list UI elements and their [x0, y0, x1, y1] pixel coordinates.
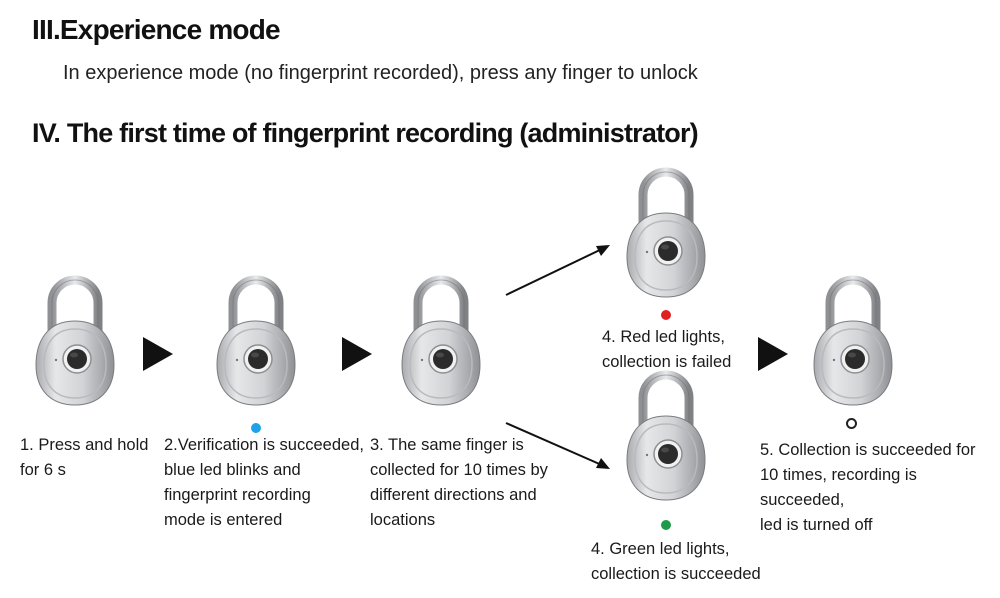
- padlock-step5-icon: [810, 273, 896, 423]
- padlock-step4-red-icon: [623, 165, 709, 315]
- off-led-dot: [846, 418, 857, 429]
- red-led-dot: [661, 310, 671, 320]
- section-3-body: In experience mode (no fingerprint recor…: [63, 62, 698, 84]
- step-4-red-caption: 4. Red led lights, collection is failed: [602, 328, 732, 371]
- padlock-step4-green-icon: [623, 368, 709, 518]
- padlock-step1-icon: [32, 273, 118, 423]
- arrow-3-icon: [758, 337, 788, 371]
- step-5-caption: 5. Collection is succeeded for 10 times,…: [760, 441, 976, 534]
- step-2-caption: 2.Verification is succeeded, blue led bl…: [164, 436, 364, 529]
- diagonal-arrows-icon: [505, 245, 610, 469]
- step-1-caption: 1. Press and hold for 6 s: [20, 436, 149, 479]
- padlock-step3-icon: [398, 273, 484, 423]
- green-led-dot: [661, 520, 671, 530]
- arrow-1-icon: [143, 337, 173, 371]
- blue-led-dot: [251, 423, 261, 433]
- section-4-title: IV. The first time of fingerprint record…: [32, 118, 699, 148]
- arrow-2-icon: [342, 337, 372, 371]
- step-4-green-caption: 4. Green led lights, collection is succe…: [591, 540, 761, 583]
- section-3-title: III.Experience mode: [32, 14, 281, 45]
- padlock-step2-icon: [213, 273, 299, 423]
- step-3-caption: 3. The same finger is collected for 10 t…: [370, 436, 548, 529]
